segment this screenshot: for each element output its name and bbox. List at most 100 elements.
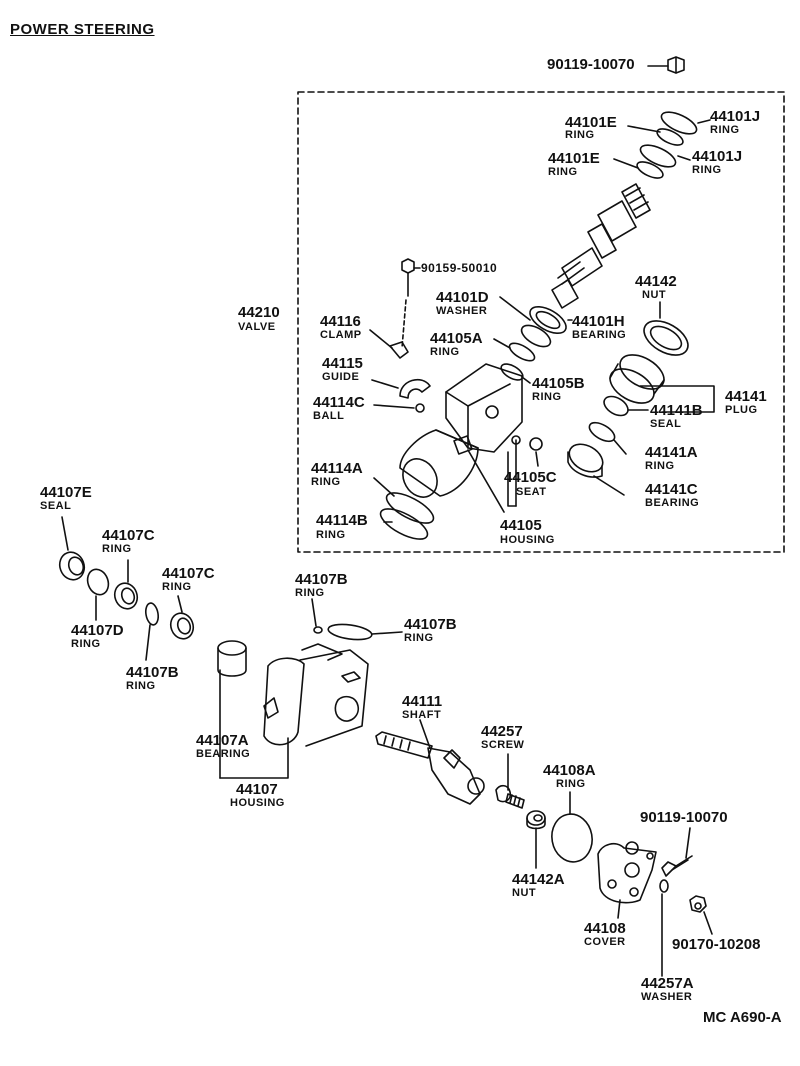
part-number: 44210 — [238, 304, 280, 321]
part-number: 90119-10070 — [547, 56, 635, 73]
part-name: RING — [71, 638, 101, 650]
nut-44142 — [643, 320, 689, 356]
diagram-code: MC A690-A — [703, 1009, 782, 1026]
ring-44101J-mid — [639, 144, 677, 168]
part-name: RING — [404, 632, 434, 644]
part-name: PLUG — [725, 404, 758, 416]
valve-housing-44105 — [399, 363, 523, 498]
part-name: RING — [532, 391, 562, 403]
part-number: 90119-10070 — [640, 809, 728, 826]
bolt-90119-bottom — [661, 855, 693, 877]
ring-44114A — [385, 492, 435, 524]
part-name: HOUSING — [500, 534, 555, 546]
ball-44114C — [415, 403, 425, 413]
part-number: 44141A — [645, 444, 698, 461]
part-number: 44107B — [404, 616, 457, 633]
part-name: COVER — [584, 936, 626, 948]
ring-44101E-mid — [636, 161, 664, 179]
part-number: 44257 — [481, 723, 523, 740]
gear-housing-44107 — [263, 643, 369, 747]
ring-44107B-small — [313, 626, 323, 634]
ring-44114B — [379, 508, 429, 540]
cover-44108 — [597, 841, 657, 904]
part-number: 44116 — [320, 313, 361, 330]
part-name: RING — [548, 166, 578, 178]
part-name: RING — [430, 346, 460, 358]
part-name: BEARING — [645, 497, 700, 509]
page-title: POWER STEERING — [10, 21, 155, 38]
part-number: 90170-10208 — [672, 936, 761, 953]
part-number: 44107 — [236, 781, 278, 798]
ring-44101J-top — [660, 111, 698, 135]
part-name: SEAL — [650, 418, 682, 430]
clamp-44116 — [389, 341, 409, 359]
part-number: 44107B — [295, 571, 348, 588]
part-number: 44108 — [584, 920, 626, 937]
part-name: RING — [692, 164, 722, 176]
nut-44142A — [526, 810, 546, 830]
part-number: 44107B — [126, 664, 179, 681]
bearing-44101H — [529, 305, 567, 335]
part-number: 44107C — [102, 527, 155, 544]
part-number: 44101D — [436, 289, 489, 306]
part-name: SHAFT — [402, 709, 442, 721]
part-number: 44101J — [692, 148, 743, 165]
ring-44141A — [588, 421, 616, 443]
part-name: RING — [316, 529, 346, 541]
part-number: 44101H — [572, 313, 625, 330]
part-number: 44101J — [710, 108, 761, 125]
part-name: BEARING — [572, 329, 627, 341]
part-name: RING — [102, 543, 132, 555]
valve-spool — [551, 183, 651, 309]
part-name: NUT — [642, 289, 667, 301]
seal-44141B — [603, 395, 629, 417]
part-name: SEAL — [40, 500, 72, 512]
ring-44107C-b — [169, 612, 195, 640]
washer-44257A — [659, 879, 669, 893]
part-number: 44107E — [40, 484, 92, 501]
part-name: BEARING — [196, 748, 251, 760]
part-name: RING — [311, 476, 341, 488]
part-number: 44141B — [650, 402, 703, 419]
washer-44101D — [520, 324, 552, 348]
ring-44107D — [86, 568, 110, 596]
part-number: 44115 — [322, 355, 363, 372]
bolt-90119-top — [647, 56, 685, 74]
part-name: SEAT — [516, 486, 547, 498]
part-name: RING — [556, 778, 586, 790]
part-name: HOUSING — [230, 797, 285, 809]
ring-44107C-a — [113, 582, 139, 610]
part-number: 44142A — [512, 871, 565, 888]
part-number: 90159-50010 — [421, 261, 498, 275]
screw-44257 — [495, 784, 525, 809]
ring-44105A — [508, 342, 536, 362]
part-number: 44107A — [196, 732, 249, 749]
part-name: WASHER — [436, 305, 488, 317]
part-number: 44105A — [430, 330, 483, 347]
part-number: 44141 — [725, 388, 767, 405]
part-number: 44101E — [548, 150, 600, 167]
part-name: CLAMP — [320, 329, 362, 341]
part-number: 44111 — [402, 693, 443, 710]
guide-44115 — [399, 378, 431, 399]
part-number: 44141C — [645, 481, 698, 498]
part-name: SCREW — [481, 739, 525, 751]
bearing-44107A — [217, 640, 247, 677]
part-number: 44105C — [504, 469, 557, 486]
ring-44107B-a — [144, 602, 160, 626]
part-number: 44114B — [316, 512, 368, 529]
part-number: 44257A — [641, 975, 694, 992]
part-name: RING — [126, 680, 156, 692]
part-number: 44107D — [71, 622, 124, 639]
ring-44107B-large — [327, 623, 373, 641]
bearing-44141C — [567, 443, 604, 478]
part-number: 44114A — [311, 460, 363, 477]
part-name: GUIDE — [322, 371, 360, 383]
part-number: 44101E — [565, 114, 617, 131]
ring-44108A — [551, 813, 593, 863]
part-name: VALVE — [238, 321, 276, 333]
part-name: RING — [710, 124, 740, 136]
ring-44101E-top — [656, 128, 684, 146]
part-number: 44107C — [162, 565, 215, 582]
